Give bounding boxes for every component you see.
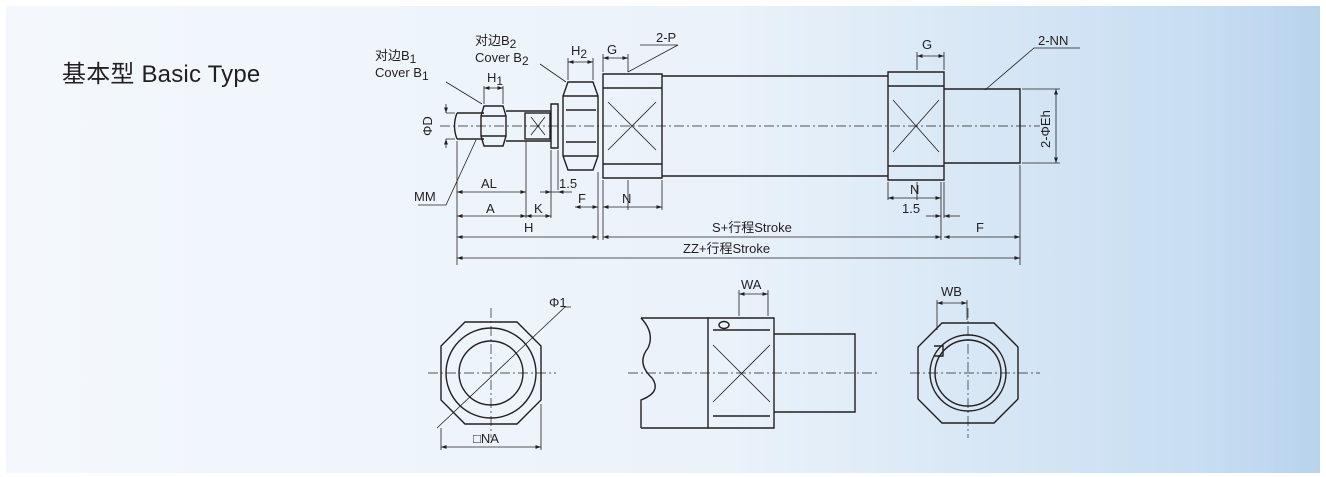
rear-end-view: WB [910, 284, 1040, 438]
label-n-right: N [910, 182, 919, 197]
rear-outer-circle [929, 334, 1007, 412]
ext-h2 [567, 58, 594, 80]
detail-rear-cover [707, 317, 775, 429]
mount-nut-b2 [562, 81, 599, 171]
page-title: 基本型 Basic Type [62, 61, 261, 88]
leader-2nn [984, 47, 1080, 91]
rear-octagon [917, 322, 1019, 424]
detail-break-edge [640, 317, 708, 429]
side-view-cylinder [440, 71, 1040, 181]
detail-end-piece [774, 333, 856, 413]
label-k: K [534, 201, 543, 216]
label-g-left: G [607, 42, 617, 57]
leader-cover-b1 [445, 81, 483, 105]
leader-cover-b2 [539, 63, 567, 83]
extension-lines [456, 141, 1021, 265]
front-end-view: Φ1 □NA [428, 295, 571, 450]
label-g-right: G [922, 37, 932, 52]
label-cover-b1-cn: 对边B1 [375, 48, 417, 66]
label-cover-b2-cn: 对边B2 [475, 33, 517, 51]
piston-rod [506, 103, 559, 149]
label-a: A [486, 201, 495, 216]
ext-h1 [483, 86, 504, 104]
detail-cover-cross [712, 344, 771, 403]
label-mm: MM [414, 189, 436, 204]
rear-inner-circle [934, 339, 1002, 407]
label-n-left: N [622, 191, 631, 206]
label-1-5-right: 1.5 [902, 201, 920, 216]
label-wa: WA [741, 277, 762, 292]
dim-phi1 [436, 306, 571, 429]
label-2nn: 2-NN [1038, 33, 1068, 48]
label-2phieh: 2-ΦEh [1038, 110, 1053, 148]
label-cover-b2-en: Cover B2 [475, 50, 529, 68]
dimensions-side [444, 52, 1060, 265]
side-view-labels: 对边B1 Cover B1 对边B2 Cover B2 H1 H2 G 2-P … [375, 30, 1068, 256]
rear-cover-cross [892, 99, 940, 153]
front-inner-circle [458, 340, 524, 406]
label-al: AL [481, 176, 497, 191]
label-s-stroke: S+行程Stroke [712, 220, 792, 235]
leader-lines [418, 44, 1080, 206]
label-phid: ΦD [420, 116, 435, 136]
label-f-left: F [578, 191, 586, 206]
label-2p: 2-P [656, 30, 676, 45]
rear-cover [887, 71, 945, 181]
front-outer-circle [445, 327, 537, 419]
ext-g-right [916, 52, 945, 70]
cylinder-tube [662, 75, 888, 177]
label-h1: H1 [487, 70, 503, 88]
rod-flat [524, 112, 551, 140]
label-zz-stroke: ZZ+行程Stroke [683, 241, 770, 256]
ext-wb [936, 300, 968, 330]
detail-port-hole [718, 320, 730, 330]
rod-end [453, 112, 484, 140]
rod-nut-b1 [480, 105, 507, 147]
label-phi1: Φ1 [549, 295, 567, 310]
ext-eh [1022, 88, 1060, 164]
label-f-right: F [976, 220, 984, 235]
label-h2: H2 [571, 43, 587, 61]
label-h: H [524, 220, 533, 235]
front-cover [602, 73, 663, 179]
rod-flat-cross [530, 116, 546, 136]
rear-end-piece [944, 88, 1021, 164]
leader-2p [627, 44, 679, 73]
rear-port-notch [934, 345, 944, 357]
front-cover-cross [607, 101, 657, 151]
label-wb: WB [941, 284, 962, 299]
front-octagon [440, 321, 542, 425]
label-na: □NA [473, 431, 499, 446]
label-1-5-left: 1.5 [559, 176, 577, 191]
leader-mm [418, 139, 477, 206]
drawing-panel [6, 6, 1320, 473]
rear-detail-view: WA [628, 277, 880, 429]
label-cover-b1-en: Cover B1 [375, 65, 429, 83]
